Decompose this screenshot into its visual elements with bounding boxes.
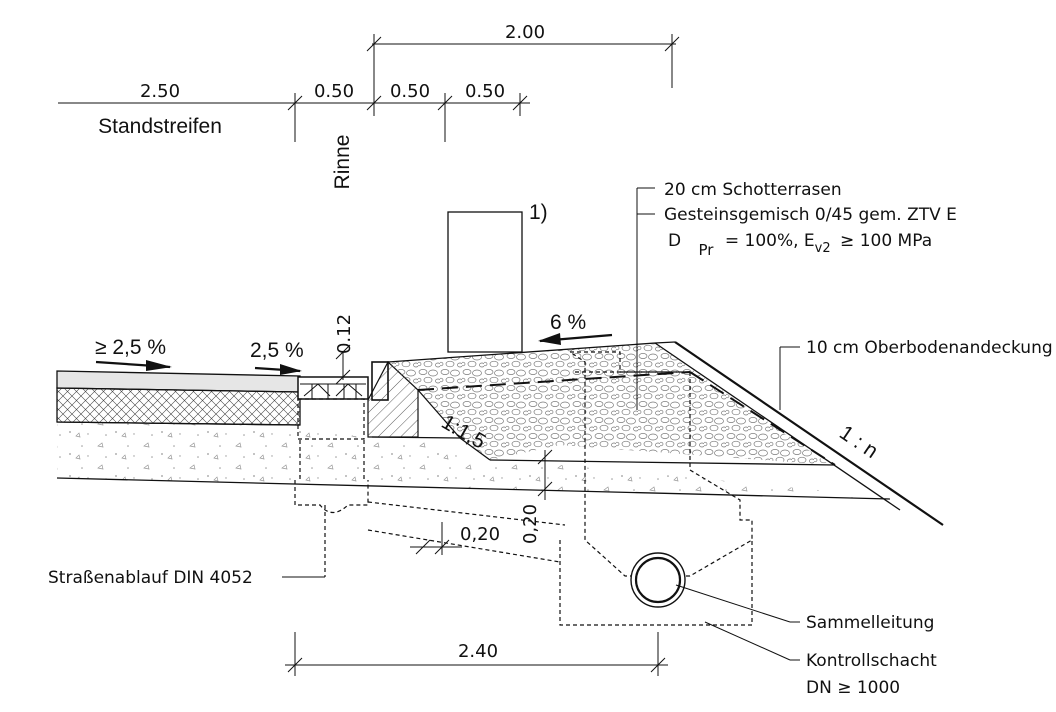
- drainage-system: [294, 351, 753, 626]
- note-kontrollschacht-text2: DN ≥ 1000: [806, 678, 900, 698]
- dimension-bottom-total: 2.40: [285, 632, 668, 676]
- note-kontrollschacht-text1: Kontrollschacht: [806, 651, 937, 671]
- verge-slope-indicator: 6 %: [538, 311, 613, 345]
- slope-label-verge: 6 %: [550, 311, 586, 334]
- note-strassenablauf: Straßenablauf DIN 4052: [48, 568, 325, 588]
- note-kontrollschacht: Kontrollschacht DN ≥ 1000: [704, 621, 937, 698]
- dim-label-curb: 0.12: [334, 314, 355, 354]
- slope-label-gutter: 2,5 %: [250, 339, 304, 362]
- note-schotter-line3: D Pr = 100%, Ev2 ≥ 100 MPa: [668, 231, 932, 260]
- footnote-marker: 1): [447, 201, 548, 353]
- dimension-offset-h: 0,20: [410, 522, 500, 555]
- verge-fill: [371, 341, 944, 526]
- label-standstreifen: Standstreifen: [98, 115, 222, 138]
- slope-label-left: ≥ 2,5 %: [95, 336, 166, 359]
- dim-label-seg-a: 0.50: [390, 81, 430, 102]
- note-strassenablauf-text: Straßenablauf DIN 4052: [48, 568, 253, 588]
- dim-label-rinne: 0.50: [314, 81, 354, 102]
- note-schotterrasen: 20 cm Schotterrasen Gesteinsgemisch 0/45…: [636, 180, 957, 410]
- label-rinne: Rinne: [331, 135, 354, 190]
- dim-label-top-total: 2.00: [505, 22, 545, 43]
- gutter-inlet: [297, 361, 419, 480]
- dim-label-standstreifen: 2.50: [140, 81, 180, 102]
- footnote-label: 1): [529, 201, 548, 224]
- slope-indicator-gutter: 2,5 %: [250, 339, 304, 375]
- note-oberboden: 10 cm Oberbodenandeckung: [779, 338, 1053, 410]
- road-surface-layers: [56, 370, 891, 500]
- dimension-chain-upper: 2.50 0.50 0.50 0.50: [58, 81, 530, 142]
- dim-label-bottom-total: 2.40: [458, 641, 498, 662]
- dimension-top-total: 2.00: [366, 22, 680, 116]
- dimension-offset-v: 0,20: [520, 449, 553, 544]
- dim-label-offset-v: 0,20: [520, 504, 541, 544]
- note-sammelleitung-text: Sammelleitung: [806, 613, 934, 633]
- note-oberboden-text: 10 cm Oberbodenandeckung: [806, 338, 1053, 358]
- note-schotter-line2: Gesteinsgemisch 0/45 gem. ZTV E: [664, 205, 957, 225]
- dim-label-seg-b: 0.50: [465, 81, 505, 102]
- note-sammelleitung: Sammelleitung: [675, 584, 934, 633]
- dimension-curb-height: 0.12: [334, 314, 355, 385]
- slope-indicator-left: ≥ 2,5 %: [95, 336, 172, 371]
- dim-label-offset-h: 0,20: [460, 524, 500, 545]
- note-schotter-line1: 20 cm Schotterrasen: [664, 180, 842, 200]
